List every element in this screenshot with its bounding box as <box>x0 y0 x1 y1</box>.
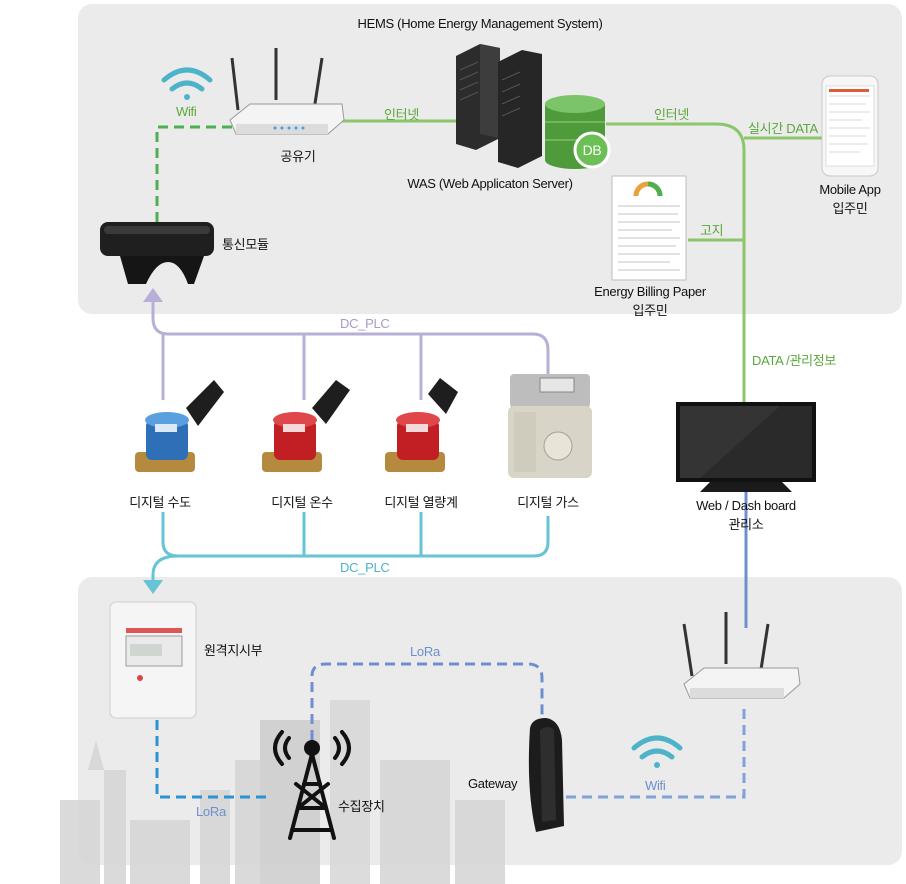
meter-label-hot-water: 디지털 온수 <box>271 495 333 510</box>
internet-label-2: 인터넷 <box>654 107 689 122</box>
dc-plc-label-top: DC_PLC <box>340 316 390 331</box>
dc-plc-cyan-bus <box>161 512 550 558</box>
dc-plc-arrow-up <box>143 288 163 302</box>
data-mgmt-label: DATA /관리정보 <box>752 353 837 368</box>
notice-label: 고지 <box>700 223 724 238</box>
collector-tower-icon <box>273 730 351 840</box>
realtime-data-label: 실시간 DATA <box>748 121 818 136</box>
was-server-icon <box>456 44 542 168</box>
mobile-app-label: Mobile App <box>819 182 881 197</box>
collector-label: 수집장치 <box>338 799 385 814</box>
router-label: 공유기 <box>280 149 316 164</box>
database-icon <box>545 95 611 169</box>
hems-title: HEMS (Home Energy Management System) <box>357 16 603 31</box>
internet-label-1: 인터넷 <box>384 107 419 122</box>
router-icon-bottom <box>682 612 801 699</box>
water-meter-icon <box>135 380 224 472</box>
heat-meter-icon <box>385 378 458 472</box>
mobile-app-sublabel: 입주민 <box>832 201 868 216</box>
meter-label-heat: 디지털 열량계 <box>384 495 458 510</box>
meter-label-water: 디지털 수도 <box>129 495 191 510</box>
gas-meter-icon <box>508 374 592 478</box>
wifi-label-bottom: Wifi <box>645 778 666 793</box>
billing-paper-label: Energy Billing Paper <box>594 284 706 299</box>
was-label: WAS (Web Applicaton Server) <box>407 176 573 191</box>
mobile-phone-icon <box>821 75 879 177</box>
dc-plc-purple-bus <box>151 298 550 374</box>
comm-module-label: 통신모듈 <box>222 237 269 252</box>
city-skyline-backdrop <box>60 700 505 884</box>
db-label: DB <box>582 142 602 158</box>
router-icon <box>229 48 345 135</box>
internet-link-2 <box>606 122 746 402</box>
lora-label-top: LoRa <box>410 644 440 659</box>
dashboard-monitor-icon <box>676 402 816 492</box>
comm-module-icon <box>100 222 214 284</box>
lora-label-bottom: LoRa <box>196 804 226 819</box>
hot-water-meter-icon <box>262 380 350 472</box>
wifi-link-bottom <box>566 706 746 799</box>
wifi-icon-bottom <box>631 735 683 768</box>
remote-display-label: 원격지시부 <box>204 643 263 658</box>
dashboard-sublabel: 관리소 <box>728 517 764 532</box>
billing-paper-icon <box>611 175 687 281</box>
lora-link-top <box>310 662 544 740</box>
meter-label-gas: 디지털 가스 <box>517 495 579 510</box>
wifi-label-top: Wifi <box>176 104 197 119</box>
lora-link-bottom <box>155 720 272 799</box>
dc-plc-arrow-down <box>143 580 163 594</box>
gateway-icon <box>528 718 564 832</box>
wifi-link-top <box>155 125 232 222</box>
remote-display-icon <box>109 601 197 719</box>
wifi-icon-top <box>161 67 213 100</box>
dc-plc-label-bottom: DC_PLC <box>340 560 390 575</box>
dashboard-label: Web / Dash board <box>696 498 796 513</box>
gateway-label: Gateway <box>468 776 518 791</box>
billing-paper-sublabel: 입주민 <box>632 303 668 318</box>
